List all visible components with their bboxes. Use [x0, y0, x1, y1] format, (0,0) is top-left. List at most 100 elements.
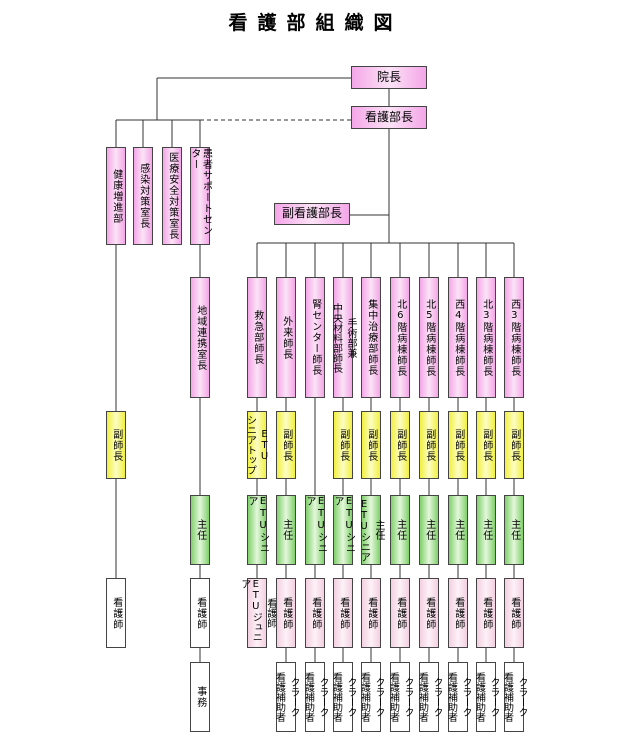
nursing-director-box: 看護部長	[351, 106, 427, 129]
dept-3-nurse-label: 看護師	[309, 596, 321, 630]
dept-4-head: 手術部兼中央材料部師長	[330, 277, 356, 398]
dept-3-head-label: 腎センター師長	[309, 299, 321, 376]
dept-2-shunin-label: 主任	[280, 519, 292, 541]
dept-4-staff-label-1: クラーク	[345, 677, 356, 717]
dept-5-shunin-label-2: ETUシニア	[358, 498, 370, 562]
dept-6-deputy: 副師長	[390, 411, 410, 479]
dept-5-staff-label-1: クラーク	[373, 677, 384, 717]
dept-9-nurse-label: 看護師	[480, 596, 492, 630]
nursing-director-box-label: 看護部長	[364, 109, 413, 124]
dept-2-deputy: 副師長	[276, 411, 296, 479]
dept-4-staff-label-2: 看護補助者	[330, 672, 342, 722]
dept-1-shunin: ETUシニア	[246, 495, 269, 565]
dept-3-shunin: ETUシニア	[304, 495, 327, 565]
dept-9-head: 北3階病棟師長	[476, 277, 496, 398]
director-box: 院長	[351, 66, 427, 89]
dept-8-nurse: 看護師	[448, 578, 468, 648]
support-shunin-box: 主任	[190, 495, 210, 565]
dept-10-nurse: 看護師	[504, 578, 524, 648]
staff-header-1: 健康増進部	[106, 147, 126, 245]
dept-5-head-label: 集中治療部師長	[365, 299, 377, 376]
dept-8-deputy-label: 副師長	[452, 428, 464, 462]
dept-4-deputy: 副師長	[333, 411, 353, 479]
dept-2-nurse: 看護師	[276, 578, 296, 648]
dept-8-deputy: 副師長	[448, 411, 468, 479]
dept-9-shunin-label: 主任	[480, 519, 492, 541]
dept-10-deputy-label: 副師長	[508, 428, 520, 462]
health-deputy-box: 副師長	[106, 411, 126, 479]
dept-2-nurse-label: 看護師	[280, 596, 292, 630]
dept-7-deputy: 副師長	[419, 411, 439, 479]
dept-4-head-label-2: 中央材料部師長	[330, 302, 342, 373]
dept-7-nurse: 看護師	[419, 578, 439, 648]
page-title: 看護部組織図	[228, 12, 403, 34]
dept-8-staff-label-2: 看護補助者	[445, 672, 457, 722]
health-nurse-box: 看護師	[106, 578, 126, 648]
dept-4-shunin-label: ETUシニア	[332, 496, 355, 554]
dept-8-staff: クラーク看護補助者	[445, 662, 471, 732]
dept-8-head: 西4階病棟師長	[448, 277, 468, 398]
dept-3-shunin-label: ETUシニア	[304, 496, 327, 554]
dept-1-nurse-label-1: 看護師	[264, 598, 276, 628]
dept-6-staff: クラーク看護補助者	[388, 662, 413, 732]
dept-3-staff-label-2: 看護補助者	[302, 672, 314, 722]
support-office-box-label: 事務	[194, 686, 206, 708]
dept-10-staff: クラーク看護補助者	[501, 662, 527, 732]
dept-10-staff-label-2: 看護補助者	[501, 672, 513, 722]
support-chief-box-label: 地域連携室長	[194, 304, 206, 371]
dept-5-head: 集中治療部師長	[361, 277, 381, 398]
dept-4-nurse-label: 看護師	[337, 596, 349, 630]
dept-1-nurse-label-2: ETUジュニア	[238, 579, 262, 642]
dept-10-shunin-label: 主任	[508, 519, 520, 541]
dept-10-staff-label-1: クラーク	[516, 677, 527, 717]
dept-2-staff: クラーク看護補助者	[274, 662, 299, 732]
dept-6-head-label: 北6階病棟師長	[394, 298, 406, 377]
dept-10-nurse-label: 看護師	[508, 596, 520, 630]
dept-6-nurse: 看護師	[390, 578, 410, 648]
dept-6-staff-label-1: クラーク	[402, 677, 413, 717]
dept-10-shunin: 主任	[504, 495, 524, 565]
dept-7-shunin-label: 主任	[423, 519, 435, 541]
staff-header-4: 患者サポートセンター	[189, 147, 212, 245]
dept-8-staff-label-1: クラーク	[460, 677, 471, 717]
dept-8-head-label: 西4階病棟師長	[452, 298, 464, 377]
dept-9-deputy: 副師長	[476, 411, 496, 479]
dept-9-staff-label-1: クラーク	[488, 677, 499, 717]
dept-5-deputy: 副師長	[361, 411, 381, 479]
dept-5-deputy-label: 副師長	[365, 428, 377, 462]
dept-4-staff: クラーク看護補助者	[330, 662, 356, 732]
dept-4-deputy-label: 副師長	[337, 428, 349, 462]
dept-8-shunin-label: 主任	[452, 519, 464, 541]
dept-6-shunin-label: 主任	[394, 519, 406, 541]
staff-header-2: 感染対策室長	[133, 147, 153, 245]
dept-1-head: 救急部師長	[247, 277, 267, 398]
dept-4-head-label-1: 手術部兼	[345, 317, 356, 358]
health-nurse-box-label: 看護師	[110, 596, 122, 630]
dept-1-deputy-label-2: シニアトップ	[244, 415, 256, 475]
dept-2-staff-label-1: クラーク	[288, 677, 299, 717]
dept-5-nurse-label: 看護師	[365, 596, 377, 630]
dept-9-deputy-label: 副師長	[480, 428, 492, 462]
dept-5-nurse: 看護師	[361, 578, 381, 648]
deputy-director-box-label: 副看護部長	[281, 206, 342, 221]
deputy-director-box: 副看護部長	[274, 203, 350, 225]
support-shunin-box-label: 主任	[194, 519, 206, 541]
dept-1-deputy-label-1: ETU	[259, 428, 270, 462]
dept-8-shunin: 主任	[448, 495, 468, 565]
dept-3-nurse: 看護師	[305, 578, 325, 648]
staff-header-4-label: 患者サポートセンター	[189, 148, 212, 236]
dept-2-shunin: 主任	[276, 495, 296, 565]
staff-header-2-label: 感染対策室長	[137, 163, 149, 229]
support-nurse-box-label: 看護師	[194, 596, 206, 630]
dept-6-head: 北6階病棟師長	[390, 277, 410, 398]
support-nurse-box: 看護師	[190, 578, 210, 648]
dept-9-shunin: 主任	[476, 495, 496, 565]
staff-header-3: 医療安全対策室長	[162, 147, 182, 245]
dept-10-head-label: 西3階病棟師長	[508, 298, 520, 377]
dept-7-staff: クラーク看護補助者	[417, 662, 442, 732]
staff-header-1-label: 健康増進部	[110, 168, 122, 224]
dept-3-staff-label-1: クラーク	[317, 677, 328, 717]
